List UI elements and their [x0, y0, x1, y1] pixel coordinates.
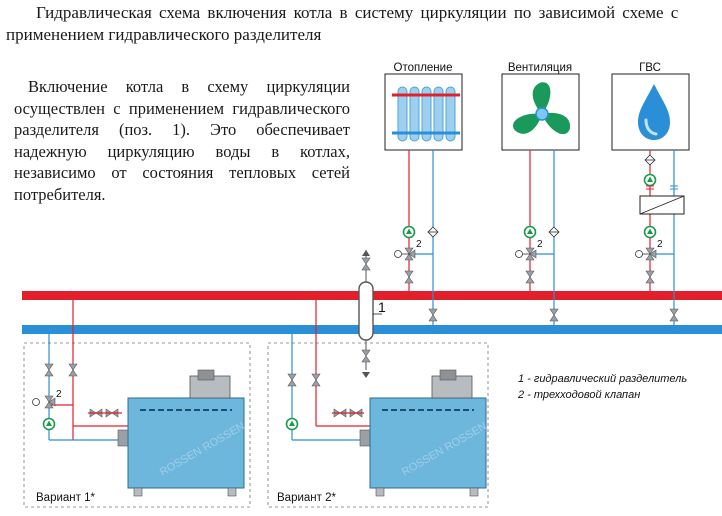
fan-icon — [513, 82, 570, 135]
consumer-ventilation: Вентиляция — [501, 62, 580, 151]
threeway-label-variant1: 2 — [56, 389, 62, 400]
ventilation-label: Вентиляция — [508, 62, 572, 74]
title-line-1: Гидравлическая схема включения котла в с… — [36, 3, 679, 22]
consumer-heating: Отопление — [384, 62, 463, 151]
radiator-icon — [392, 86, 460, 142]
threeway-label-heating: 2 — [416, 239, 422, 250]
variant-2: Вариант 2* ROSSEN ROSSEN — [267, 300, 489, 508]
dhw-branch: 2 — [635, 150, 685, 325]
heating-label: Отопление — [394, 62, 453, 74]
legend-item-2: 2 - трехходовой клапан — [517, 389, 640, 401]
separator-number: 1 — [378, 299, 386, 315]
threeway-label-ventilation: 2 — [537, 239, 543, 250]
dhw-label: ГВС — [639, 62, 661, 74]
consumer-dhw: ГВС — [611, 62, 690, 151]
hydraulic-separator: 1 — [358, 250, 386, 378]
intro-paragraph: Включение котла в схему циркуляции осуще… — [14, 77, 350, 204]
ventilation-branch: 2 — [515, 150, 560, 325]
variant-1: Вариант 1* 2 ROSSEN ROSSEN — [23, 300, 251, 508]
heating-branch: 2 — [394, 150, 439, 325]
title-line-2: применением гидравлического разделителя — [6, 25, 322, 44]
page-title: Гидравлическая схема включения котла в с… — [6, 2, 722, 46]
legend-item-1: 1 - гидравлический разделитель — [518, 373, 687, 385]
legend: 1 - гидравлический разделитель 2 - трехх… — [517, 373, 687, 401]
variant-1-label: Вариант 1* — [36, 492, 95, 504]
water-drop-icon — [638, 84, 670, 140]
threeway-label-dhw: 2 — [657, 239, 663, 250]
variant-2-label: Вариант 2* — [277, 492, 336, 504]
